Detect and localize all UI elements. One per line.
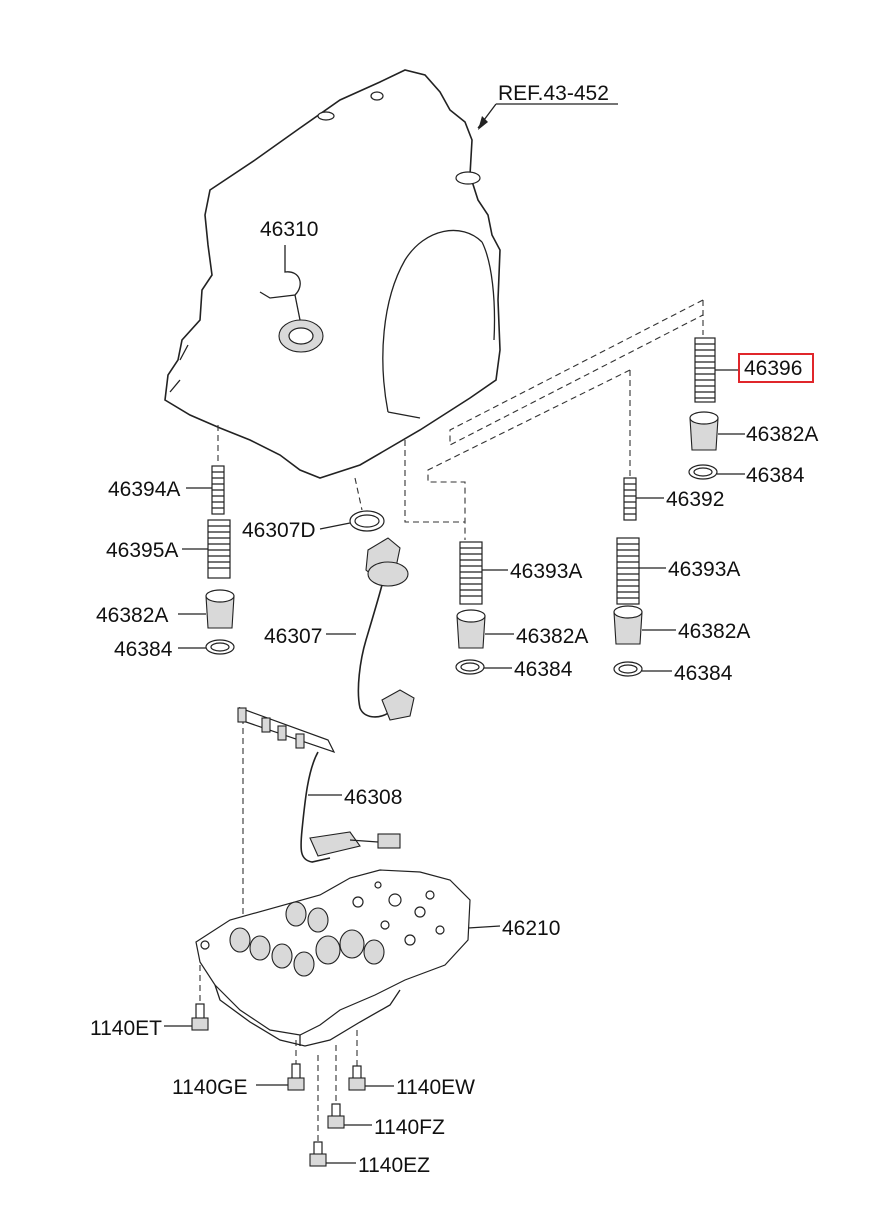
bolt-1140EW: 1140EW — [348, 1065, 475, 1099]
label-1140EW: 1140EW — [396, 1076, 475, 1099]
reference-callout: REF.43-452 — [477, 82, 618, 130]
part-46396-spring: 46396 — [694, 337, 814, 403]
label-46307D: 46307D — [242, 519, 316, 542]
bolt-1140ET: 1140ET — [90, 1003, 209, 1040]
part-46382A-piston-right: 46382A — [689, 411, 818, 451]
part-46307-connector: 46307 — [264, 537, 415, 721]
label-46382A-right2: 46382A — [678, 620, 750, 643]
part-46393A-spring-right: 46393A — [616, 537, 740, 605]
assembly-guide-lines — [199, 299, 704, 1145]
label-46396: 46396 — [744, 357, 802, 380]
label-46382A-left: 46382A — [96, 604, 168, 627]
part-46384-seal-right2: 46384 — [613, 661, 733, 685]
part-46382A-piston-left: 46382A — [96, 589, 235, 629]
label-46393A-mid: 46393A — [510, 560, 582, 583]
part-46384-seal-mid: 46384 — [455, 658, 573, 681]
transmission-case — [164, 69, 501, 479]
highlight-box-46396 — [738, 353, 814, 383]
label-46308: 46308 — [344, 786, 402, 809]
label-46210: 46210 — [502, 917, 560, 940]
label-46384-left: 46384 — [114, 638, 173, 661]
valve-spools — [229, 901, 385, 977]
part-46384-seal-left: 46384 — [114, 638, 235, 661]
bolt-1140GE: 1140GE — [172, 1063, 305, 1099]
bolt-1140FZ: 1140FZ — [327, 1103, 445, 1139]
part-46308-harness: 46308 — [237, 706, 402, 863]
label-1140ET: 1140ET — [90, 1017, 162, 1040]
part-46307D-o-ring: 46307D — [242, 510, 385, 542]
part-46210-valve-body: 46210 — [195, 869, 560, 1047]
label-46310: 46310 — [260, 218, 318, 241]
bolt-1140EZ: 1140EZ — [309, 1141, 430, 1177]
reference-label: REF.43-452 — [498, 82, 609, 105]
part-46382A-piston-mid: 46382A — [456, 609, 588, 649]
label-46394A: 46394A — [108, 478, 180, 501]
label-46384-mid: 46384 — [514, 658, 573, 681]
label-46382A-mid: 46382A — [516, 625, 588, 648]
label-46307: 46307 — [264, 625, 322, 648]
part-46384-seal-right: 46384 — [688, 464, 805, 487]
label-1140FZ: 1140FZ — [374, 1116, 445, 1139]
label-46395A: 46395A — [106, 539, 178, 562]
label-46384-right: 46384 — [746, 464, 805, 487]
part-46310-clip: 46310 — [259, 218, 318, 321]
part-46392-spring: 46392 — [623, 477, 724, 521]
part-46395A-spring: 46395A — [106, 519, 231, 579]
label-46392: 46392 — [666, 488, 724, 511]
valve-body-holes — [200, 881, 445, 950]
label-46382A-right: 46382A — [746, 423, 818, 446]
label-46384-right2: 46384 — [674, 662, 733, 685]
label-46393A-right: 46393A — [668, 558, 740, 581]
label-1140EZ: 1140EZ — [358, 1154, 430, 1177]
part-46382A-piston-right2: 46382A — [613, 605, 750, 645]
part-46393A-spring-mid: 46393A — [459, 541, 582, 605]
label-1140GE: 1140GE — [172, 1076, 248, 1099]
part-46394A-spring: 46394A — [108, 465, 225, 515]
